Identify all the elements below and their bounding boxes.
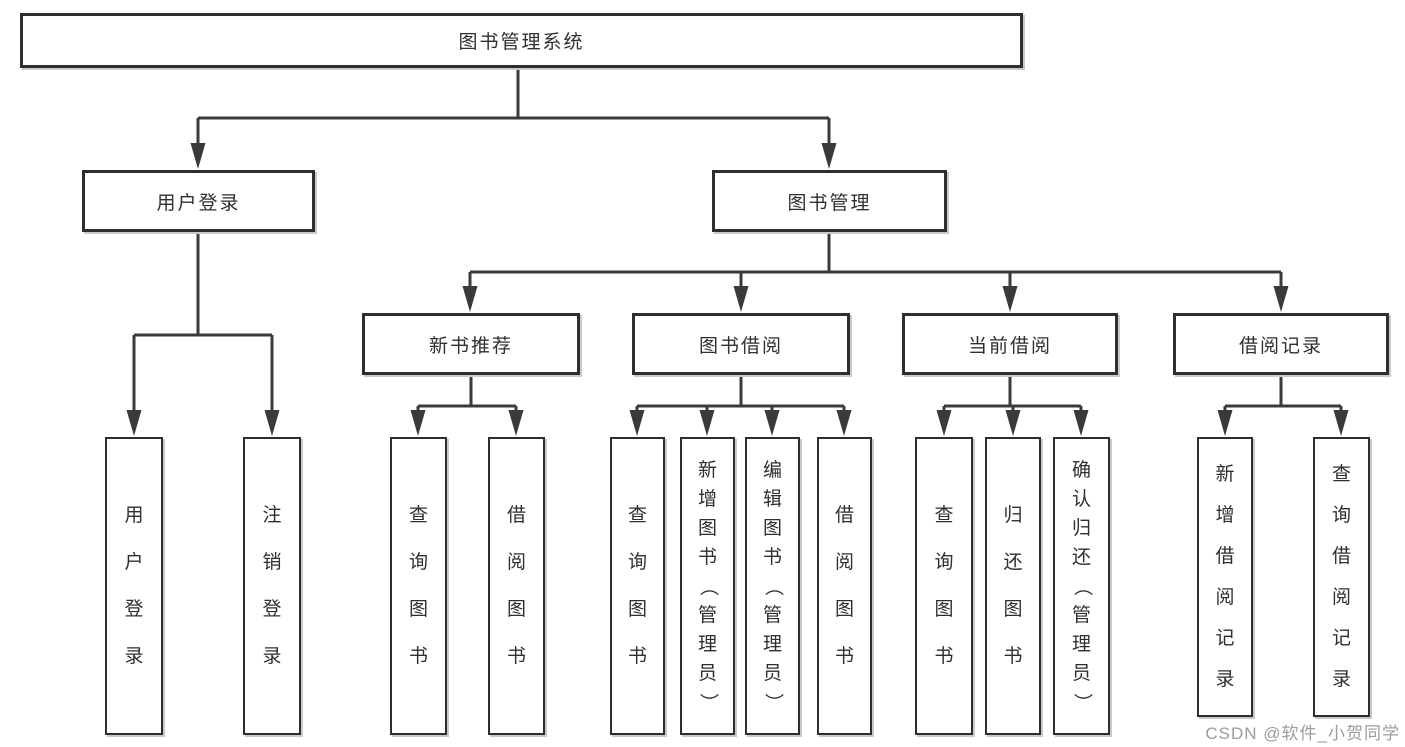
leaf-newbook-query-book-label: 查询图书: [408, 505, 428, 667]
node-borrowing-records: 借阅记录: [1173, 313, 1389, 375]
node-new-book-recommend: 新书推荐: [362, 313, 580, 375]
leaf-current-return-book-label: 归还图书: [1003, 505, 1023, 667]
arrow-down-icon: [410, 410, 426, 436]
leaf-logout-login-label: 注销登录: [262, 505, 282, 667]
node-book-management: 图书管理: [712, 170, 947, 232]
arrow-down-icon: [629, 410, 645, 436]
node-current-borrowing: 当前借阅: [902, 313, 1118, 375]
leaf-current-confirm-return-admin-label: 确认归还（管理员）: [1071, 459, 1092, 712]
leaf-borrow-borrow-book: 借阅图书: [817, 437, 872, 735]
leaf-newbook-query-book: 查询图书: [390, 437, 447, 735]
leaf-newbook-borrow-book-label: 借阅图书: [506, 505, 526, 667]
csdn-watermark: CSDN @软件_小贺同学: [1205, 724, 1400, 743]
node-book-management-label: 图书管理: [787, 192, 872, 214]
arrow-down-icon: [733, 286, 749, 312]
leaf-borrow-query-book-label: 查询图书: [627, 505, 647, 667]
node-book-borrowing: 图书借阅: [632, 313, 850, 375]
node-user-login: 用户登录: [82, 170, 315, 232]
leaf-user-login: 用户登录: [105, 437, 163, 735]
leaf-records-add-record-label: 新增借阅记录: [1215, 464, 1235, 690]
arrow-down-icon: [126, 410, 142, 436]
leaf-records-query-record-label: 查询借阅记录: [1331, 464, 1351, 690]
arrow-down-icon: [1217, 410, 1233, 436]
arrow-down-icon: [836, 410, 852, 436]
arrow-down-icon: [1333, 410, 1349, 436]
leaf-current-query-book: 查询图书: [915, 437, 973, 735]
node-borrowing-records-label: 借阅记录: [1238, 335, 1323, 357]
arrow-down-icon: [508, 410, 524, 436]
node-book-borrowing-label: 图书借阅: [698, 335, 783, 357]
leaf-user-login-label: 用户登录: [124, 505, 144, 667]
leaf-borrow-edit-book-admin-label: 编辑图书（管理员）: [762, 459, 783, 712]
arrow-down-icon: [821, 143, 837, 169]
leaf-borrow-add-book-admin: 新增图书（管理员）: [680, 437, 735, 735]
arrow-down-icon: [936, 410, 952, 436]
node-new-book-recommend-label: 新书推荐: [428, 335, 513, 357]
leaf-newbook-borrow-book: 借阅图书: [488, 437, 545, 735]
arrow-down-icon: [264, 410, 280, 436]
arrow-down-icon: [1002, 286, 1018, 312]
arrow-down-icon: [190, 143, 206, 169]
node-user-login-label: 用户登录: [156, 192, 241, 214]
node-library-management-system-label: 图书管理系统: [458, 32, 585, 53]
leaf-records-query-record: 查询借阅记录: [1313, 437, 1370, 717]
arrow-down-icon: [462, 286, 478, 312]
node-library-management-system: 图书管理系统: [20, 13, 1023, 68]
arrow-down-icon: [764, 410, 780, 436]
leaf-current-return-book: 归还图书: [985, 437, 1041, 735]
leaf-borrow-add-book-admin-label: 新增图书（管理员）: [697, 459, 718, 712]
leaf-records-add-record: 新增借阅记录: [1197, 437, 1253, 717]
arrow-down-icon: [699, 410, 715, 436]
leaf-borrow-borrow-book-label: 借阅图书: [834, 505, 854, 667]
leaf-logout-login: 注销登录: [243, 437, 301, 735]
leaf-current-confirm-return-admin: 确认归还（管理员）: [1053, 437, 1110, 735]
arrow-down-icon: [1273, 286, 1289, 312]
node-current-borrowing-label: 当前借阅: [967, 335, 1052, 357]
leaf-borrow-query-book: 查询图书: [610, 437, 665, 735]
leaf-borrow-edit-book-admin: 编辑图书（管理员）: [745, 437, 800, 735]
arrow-down-icon: [1005, 410, 1021, 436]
arrow-down-icon: [1073, 410, 1089, 436]
leaf-current-query-book-label: 查询图书: [934, 505, 954, 667]
